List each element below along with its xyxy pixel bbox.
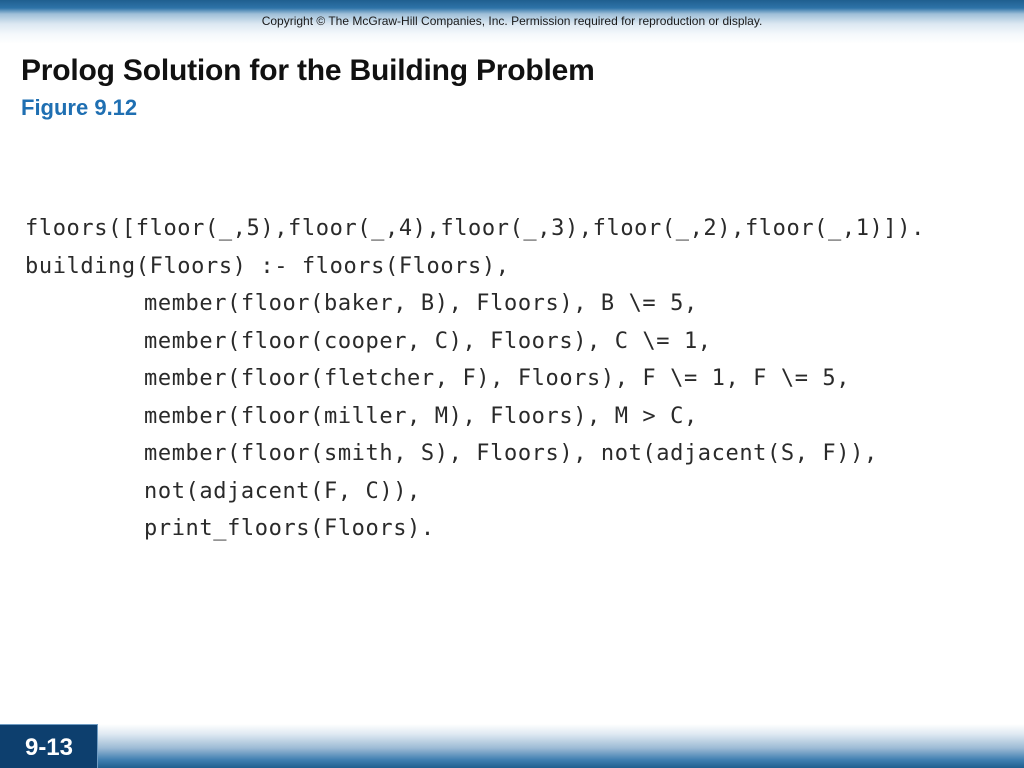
page-number-badge: 9-13: [0, 724, 98, 768]
code-line: member(floor(miller, M), Floors), M > C,: [144, 403, 698, 429]
prolog-code-block: floors([floor(_,5),floor(_,4),floor(_,3)…: [25, 210, 925, 548]
footer-band: [0, 724, 1024, 768]
header-band: [0, 0, 1024, 44]
figure-label: Figure 9.12: [21, 95, 138, 120]
code-line: member(floor(baker, B), Floors), B \= 5,: [144, 291, 698, 316]
code-line: building(Floors) :- floors(Floors),: [25, 253, 510, 279]
code-line: member(floor(smith, S), Floors), not(adj…: [144, 441, 878, 466]
code-line: not(adjacent(F, C)),: [144, 478, 421, 504]
copyright-notice: Copyright © The McGraw-Hill Companies, I…: [261, 14, 763, 28]
code-line: print_floors(Floors).: [144, 516, 435, 541]
code-line: floors([floor(_,5),floor(_,4),floor(_,3)…: [25, 216, 925, 241]
code-line: member(floor(fletcher, F), Floors), F \=…: [144, 366, 851, 391]
page-number: 9-13: [24, 734, 74, 761]
code-line: member(floor(cooper, C), Floors), C \= 1…: [144, 328, 712, 354]
slide-title: Prolog Solution for the Building Problem: [21, 54, 595, 87]
